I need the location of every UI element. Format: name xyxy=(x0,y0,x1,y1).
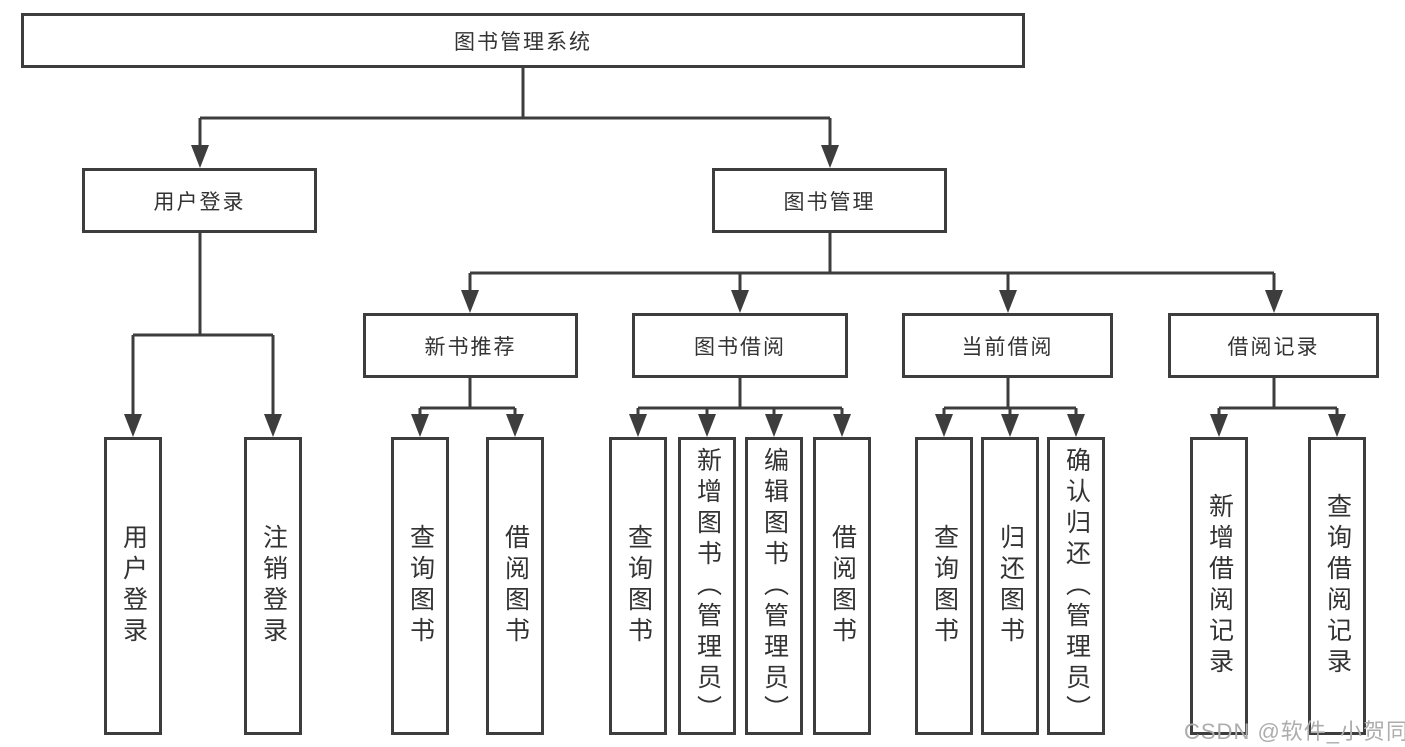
arrow-down-icon xyxy=(935,414,953,437)
node-new-books: 新书推荐 xyxy=(363,313,578,378)
leaf-borrow-edit-books-admin: 编辑图书（管理员） xyxy=(745,437,803,735)
leaf-current-confirm-return-admin-label: 确认归还（管理员） xyxy=(1062,446,1091,726)
leaf-current-return-books: 归还图书 xyxy=(981,437,1039,735)
connector-book-mgmt xyxy=(468,233,1276,297)
node-root: 图书管理系统 xyxy=(21,13,1025,68)
leaf-user-login: 用户登录 xyxy=(104,437,162,735)
node-user-login-label: 用户登录 xyxy=(153,190,246,214)
leaf-records-add-record-label: 新增借阅记录 xyxy=(1205,493,1234,679)
node-book-mgmt: 图书管理 xyxy=(712,168,947,233)
arrow-down-icon xyxy=(999,290,1017,313)
arrow-down-icon xyxy=(191,145,209,168)
leaf-newbooks-borrow-books: 借阅图书 xyxy=(486,437,544,735)
leaf-borrow-edit-books-admin-label: 编辑图书（管理员） xyxy=(760,446,789,726)
node-current-borrow: 当前借阅 xyxy=(902,313,1113,378)
leaf-borrow-borrow-books-label: 借阅图书 xyxy=(828,524,857,648)
arrow-down-icon xyxy=(629,414,647,437)
leaf-user-login-label: 用户登录 xyxy=(119,524,148,648)
arrow-down-icon xyxy=(731,290,749,313)
node-book-borrow-label: 图书借阅 xyxy=(694,335,786,359)
leaf-records-query-record: 查询借阅记录 xyxy=(1308,437,1366,735)
leaf-newbooks-query-books-label: 查询图书 xyxy=(406,524,435,648)
node-book-borrow: 图书借阅 xyxy=(632,313,848,378)
arrow-down-icon xyxy=(1328,414,1346,437)
arrow-down-icon xyxy=(821,145,839,168)
arrow-down-icon xyxy=(698,414,716,437)
leaf-current-return-books-label: 归还图书 xyxy=(996,524,1025,648)
node-current-borrow-label: 当前借阅 xyxy=(961,335,1054,359)
connector-root xyxy=(198,68,832,152)
leaf-newbooks-query-books: 查询图书 xyxy=(391,437,449,735)
connector-strokes xyxy=(131,68,1339,421)
arrow-down-icon xyxy=(1001,414,1019,437)
arrow-down-icon xyxy=(411,414,429,437)
arrowhead-icons xyxy=(124,145,1346,437)
arrow-down-icon xyxy=(124,414,142,437)
leaf-borrow-query-books-label: 查询图书 xyxy=(624,524,653,648)
csdn-watermark: CSDN @软件_小贺同学 xyxy=(1184,719,1405,744)
leaf-current-confirm-return-admin: 确认归还（管理员） xyxy=(1047,437,1105,735)
connector-user-login xyxy=(131,233,275,421)
arrow-down-icon xyxy=(264,414,282,437)
arrow-down-icon xyxy=(1210,414,1228,437)
node-user-login: 用户登录 xyxy=(82,168,317,233)
node-new-books-label: 新书推荐 xyxy=(424,335,517,359)
connector-borrow-records xyxy=(1217,378,1339,421)
leaf-current-query-books: 查询图书 xyxy=(915,437,973,735)
leaf-records-add-record: 新增借阅记录 xyxy=(1190,437,1248,735)
node-borrow-records: 借阅记录 xyxy=(1168,313,1379,378)
leaf-records-query-record-label: 查询借阅记录 xyxy=(1323,493,1352,679)
arrow-down-icon xyxy=(1265,290,1283,313)
node-borrow-records-label: 借阅记录 xyxy=(1227,335,1320,359)
leaf-borrow-add-books-admin-label: 新增图书（管理员） xyxy=(693,446,722,726)
arrow-down-icon xyxy=(765,414,783,437)
arrow-down-icon xyxy=(461,290,479,313)
leaf-logout-login-label: 注销登录 xyxy=(259,524,288,648)
arrow-down-icon xyxy=(506,414,524,437)
leaf-newbooks-borrow-books-label: 借阅图书 xyxy=(501,524,530,648)
node-book-mgmt-label: 图书管理 xyxy=(783,190,876,214)
node-root-label: 图书管理系统 xyxy=(454,30,592,54)
leaf-logout-login: 注销登录 xyxy=(244,437,302,735)
leaf-borrow-query-books: 查询图书 xyxy=(609,437,667,735)
connector-new-books xyxy=(418,378,517,421)
leaf-borrow-add-books-admin: 新增图书（管理员） xyxy=(678,437,736,735)
arrow-down-icon xyxy=(833,414,851,437)
leaf-borrow-borrow-books: 借阅图书 xyxy=(813,437,871,735)
arrow-down-icon xyxy=(1067,414,1085,437)
connector-book-borrow xyxy=(636,378,844,421)
leaf-current-query-books-label: 查询图书 xyxy=(930,524,959,648)
